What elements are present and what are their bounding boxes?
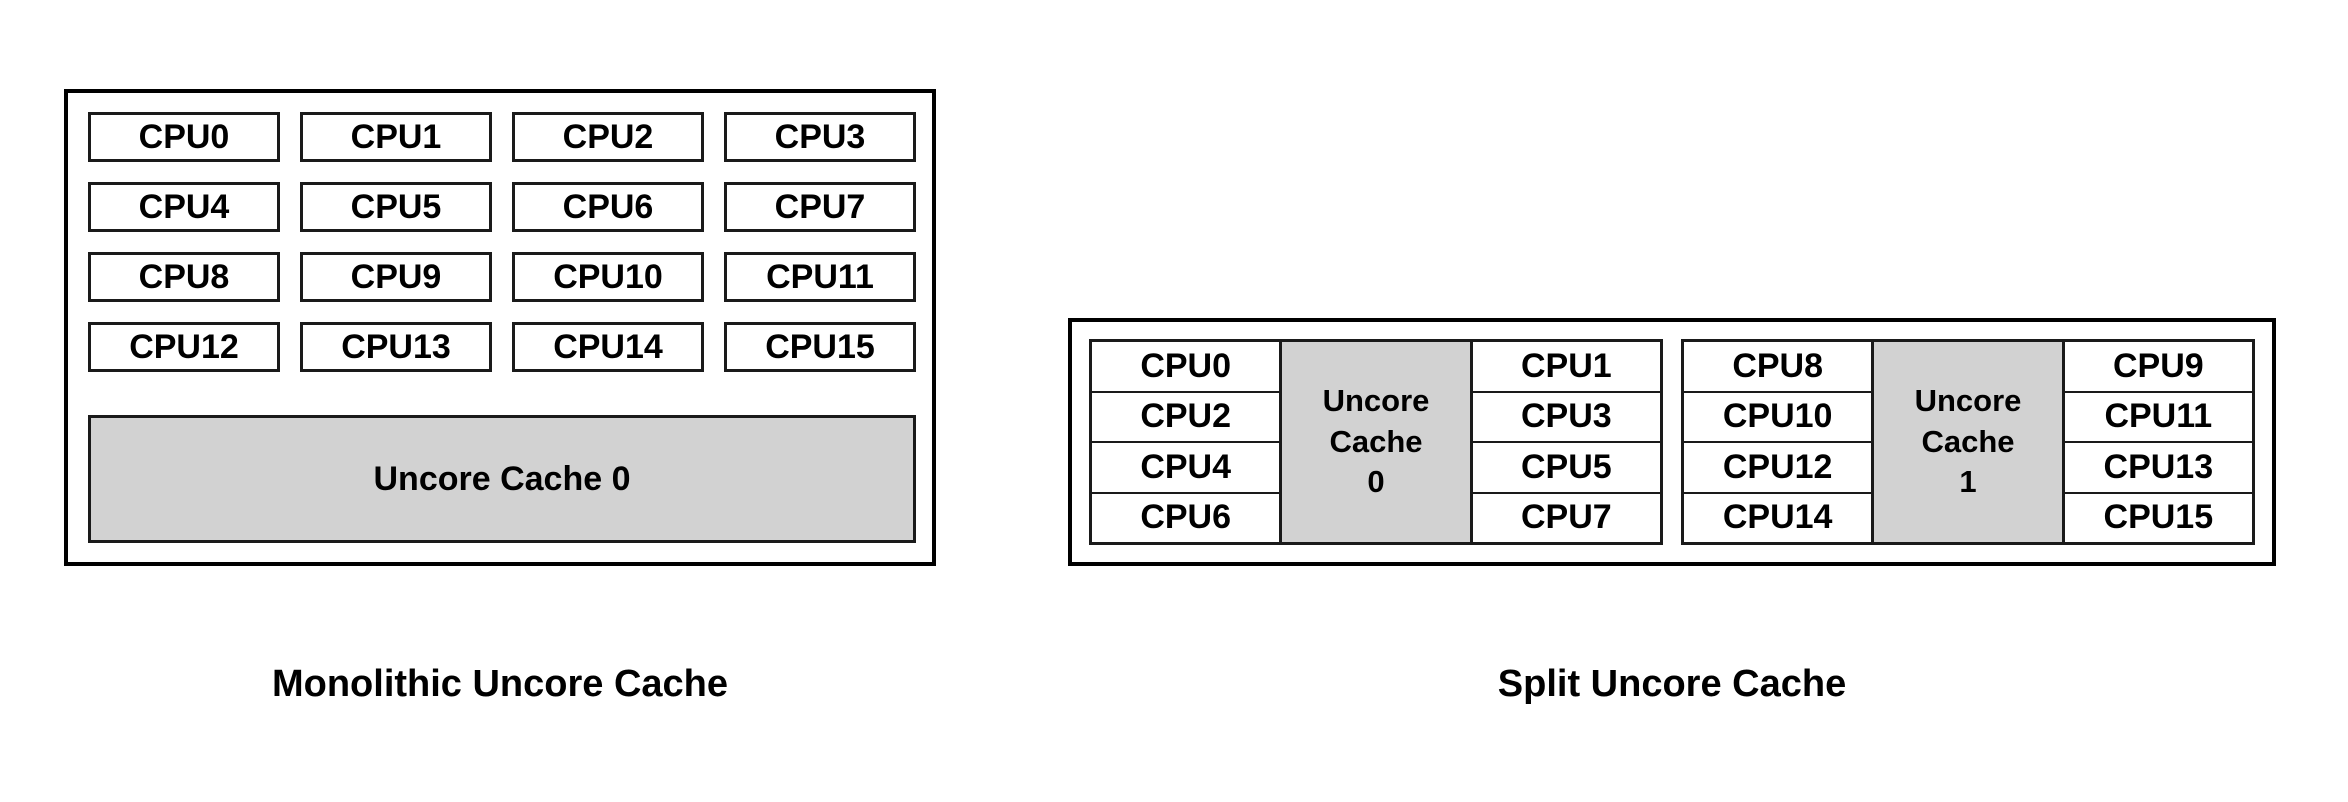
cpu-box: CPU10 [1684, 392, 1872, 443]
cpu-box: CPU3 [724, 112, 916, 162]
cpu-box: CPU13 [300, 322, 492, 372]
cpu-box: CPU1 [1472, 342, 1660, 393]
cpu-box: CPU6 [1092, 493, 1280, 542]
split-diagram-caption: Split Uncore Cache [1497, 663, 1847, 705]
cpu-box: CPU12 [88, 322, 280, 372]
cpu-box: CPU5 [300, 182, 492, 232]
split-cluster-container: CPU0 CPU2 CPU4 CPU6 Uncore Cache 0 CPU1 … [1089, 339, 2255, 545]
uncore-cache-0-line3: 0 [1367, 464, 1385, 500]
cpu-box: CPU15 [724, 322, 916, 372]
cpu-box: CPU7 [1472, 493, 1660, 542]
monolithic-cpu-grid: CPU0 CPU1 CPU2 CPU3 CPU4 CPU5 CPU6 CPU7 … [88, 112, 916, 396]
uncore-cache-0-line2: Cache [1329, 423, 1423, 459]
monolithic-diagram-caption: Monolithic Uncore Cache [271, 663, 729, 705]
cpu-box: CPU9 [300, 252, 492, 302]
cluster-1: CPU8 CPU10 CPU12 CPU14 Uncore Cache 1 CP… [1681, 339, 2255, 545]
cpu-box: CPU11 [724, 252, 916, 302]
cpu-box: CPU13 [2064, 443, 2252, 494]
cpu-box: CPU8 [1684, 342, 1872, 393]
split-uncore-diagram: CPU0 CPU2 CPU4 CPU6 Uncore Cache 0 CPU1 … [1068, 318, 2276, 566]
cpu-box: CPU6 [512, 182, 704, 232]
cluster-0-right-column: CPU1 CPU3 CPU5 CPU7 [1472, 342, 1660, 542]
uncore-cache-1-line1: Uncore [1914, 382, 2022, 418]
cluster-1-left-column: CPU8 CPU10 CPU12 CPU14 [1684, 342, 1872, 542]
cpu-box: CPU14 [512, 322, 704, 372]
cpu-box: CPU8 [88, 252, 280, 302]
cpu-box: CPU7 [724, 182, 916, 232]
cluster-0-left-column: CPU0 CPU2 CPU4 CPU6 [1092, 342, 1280, 542]
cpu-box: CPU2 [512, 112, 704, 162]
cpu-box: CPU1 [300, 112, 492, 162]
cpu-box: CPU4 [1092, 443, 1280, 494]
uncore-cache-block: Uncore Cache 0 [88, 415, 916, 543]
cpu-box: CPU4 [88, 182, 280, 232]
uncore-cache-0-line1: Uncore [1322, 382, 1430, 418]
cluster-1-right-column: CPU9 CPU11 CPU13 CPU15 [2064, 342, 2252, 542]
cpu-box: CPU15 [2064, 493, 2252, 542]
cpu-box: CPU10 [512, 252, 704, 302]
cpu-box: CPU5 [1472, 443, 1660, 494]
uncore-cache-block-1: Uncore Cache 1 [1871, 342, 2065, 542]
cpu-box: CPU0 [88, 112, 280, 162]
monolithic-uncore-diagram: CPU0 CPU1 CPU2 CPU3 CPU4 CPU5 CPU6 CPU7 … [64, 89, 936, 566]
cpu-box: CPU2 [1092, 392, 1280, 443]
uncore-cache-block-0: Uncore Cache 0 [1279, 342, 1473, 542]
uncore-cache-1-line2: Cache [1921, 423, 2015, 459]
cpu-box: CPU0 [1092, 342, 1280, 393]
cpu-box: CPU12 [1684, 443, 1872, 494]
cpu-box: CPU3 [1472, 392, 1660, 443]
cpu-box: CPU14 [1684, 493, 1872, 542]
cpu-box: CPU11 [2064, 392, 2252, 443]
cluster-0: CPU0 CPU2 CPU4 CPU6 Uncore Cache 0 CPU1 … [1089, 339, 1663, 545]
cpu-box: CPU9 [2064, 342, 2252, 393]
uncore-cache-1-line3: 1 [1959, 464, 1977, 500]
